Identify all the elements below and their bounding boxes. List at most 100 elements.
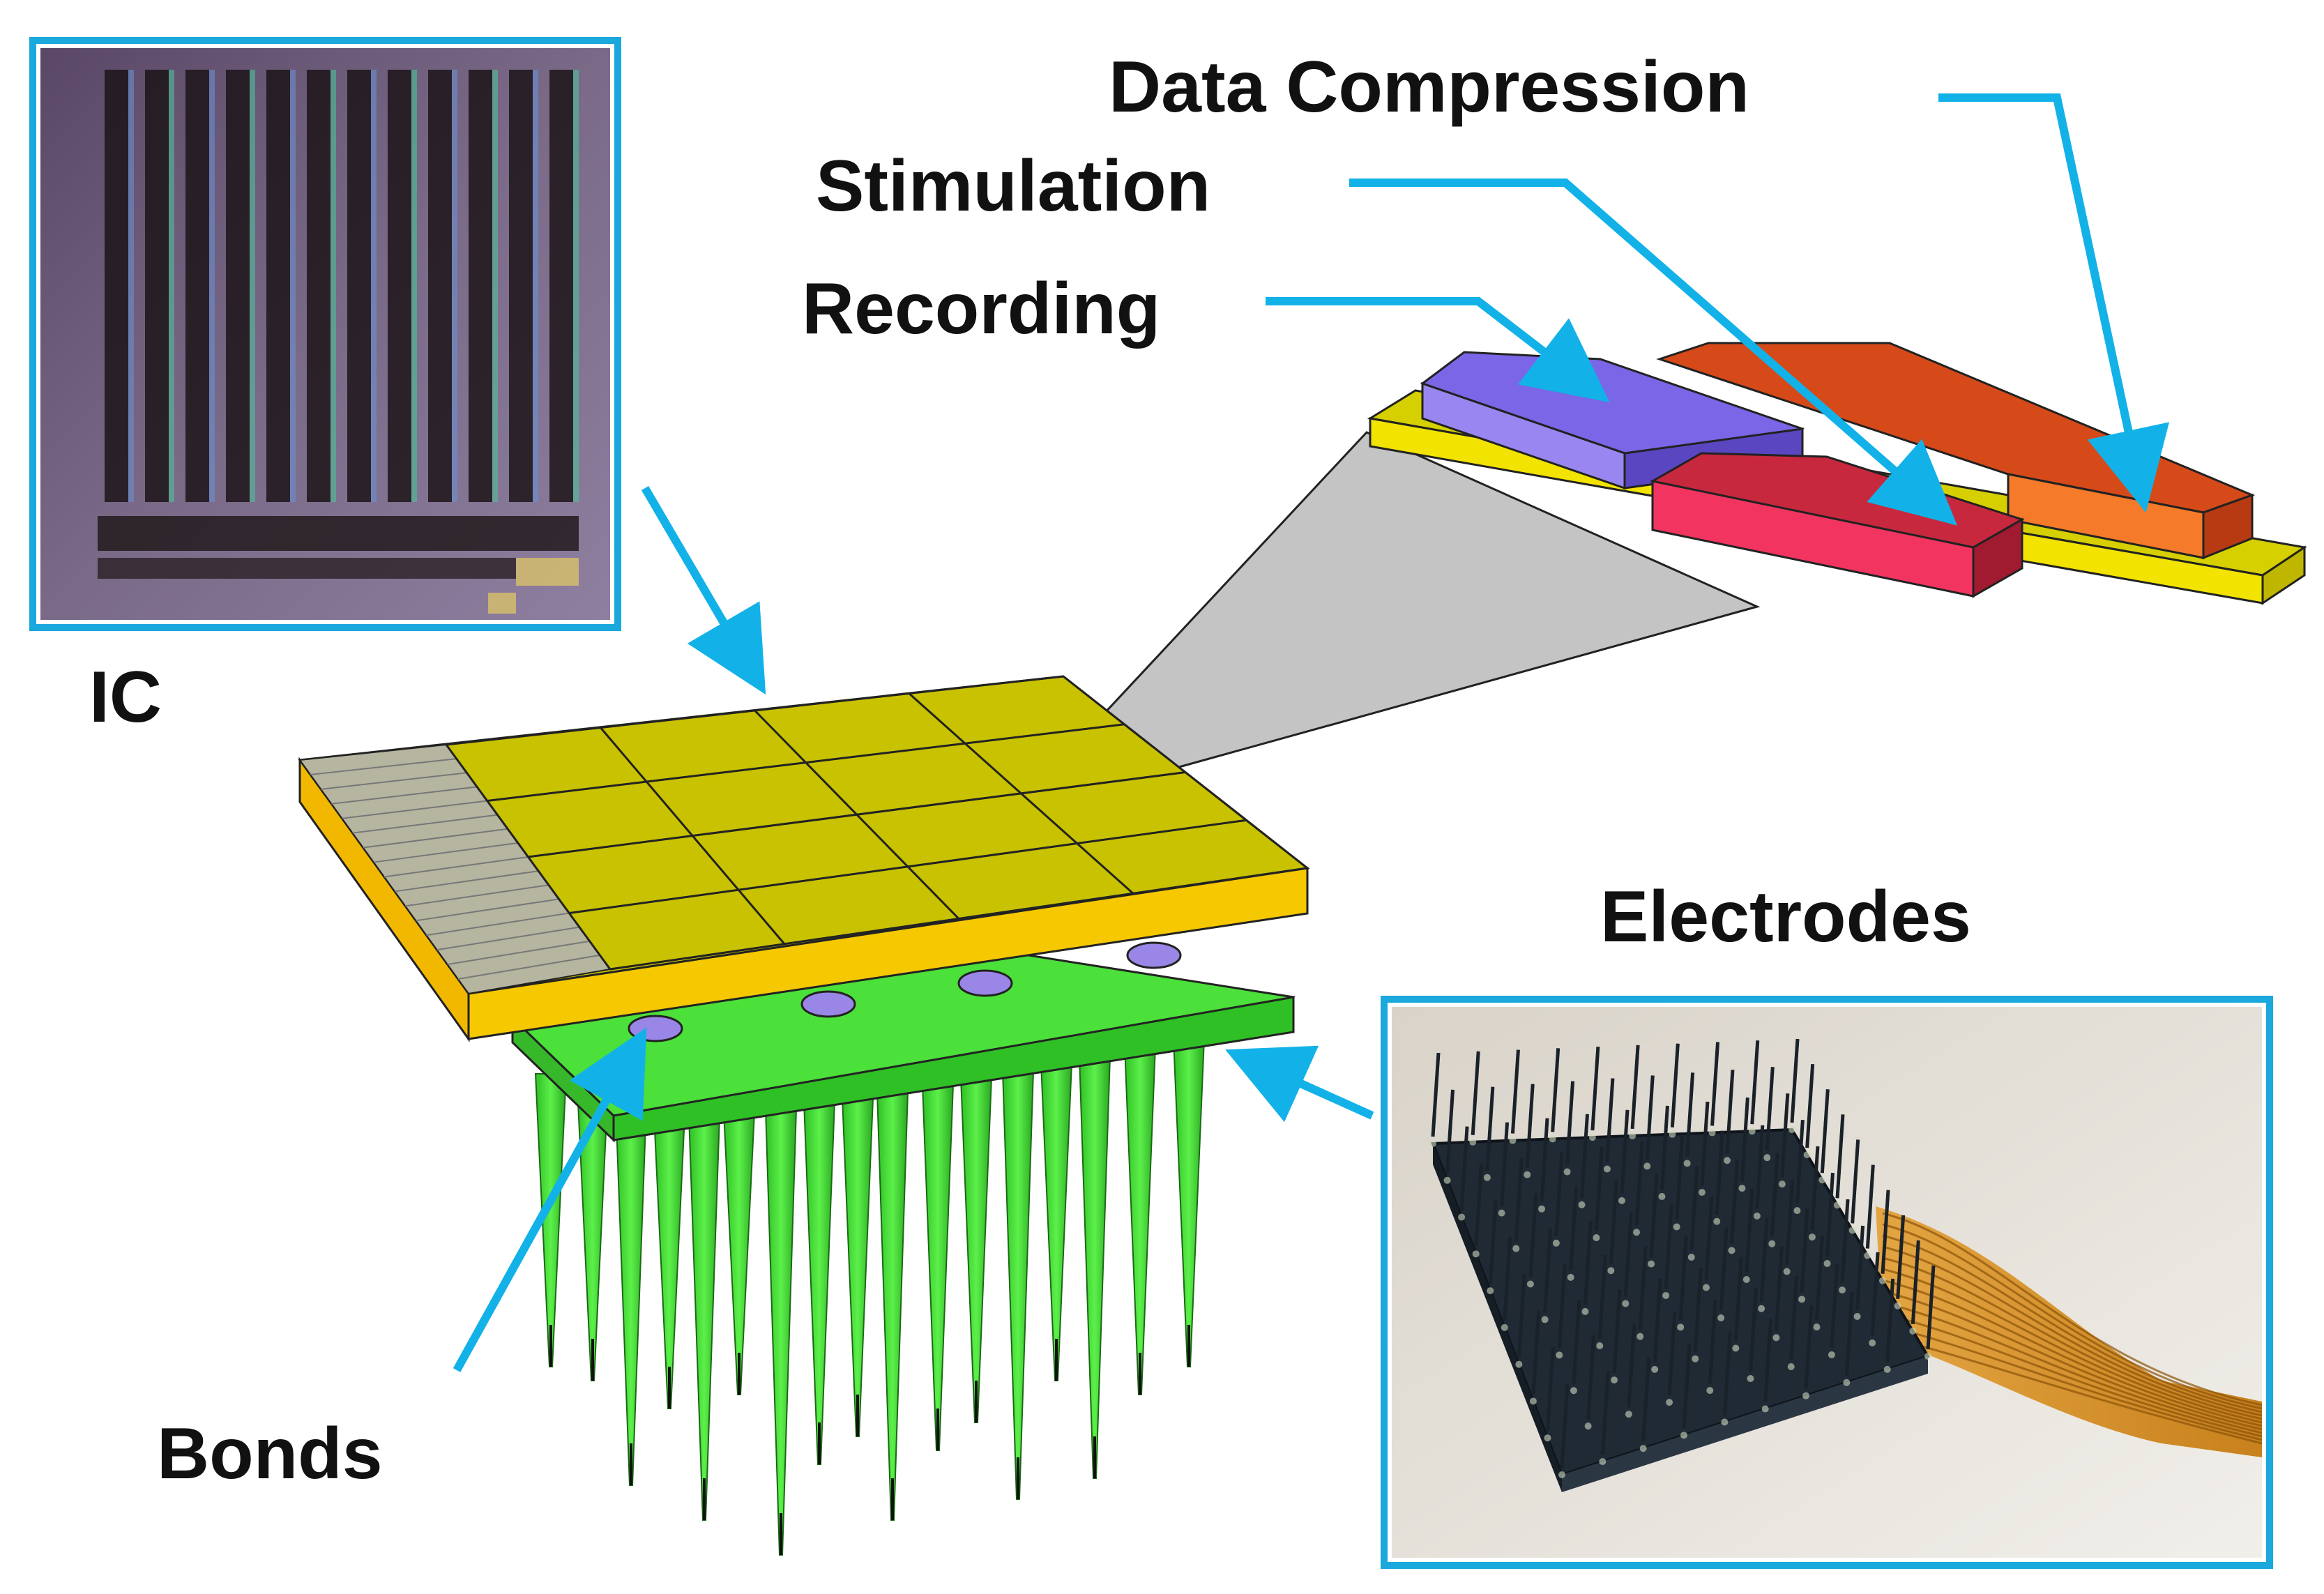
photo-pad: [1687, 1253, 1695, 1261]
board-grid-line: [1063, 675, 1308, 870]
die-stripe: [469, 70, 492, 502]
ic-die-photo: [29, 37, 621, 631]
photo-needle: [1641, 1358, 1651, 1442]
photo-pad: [1658, 1192, 1666, 1200]
photo-needle: [1814, 1236, 1824, 1321]
photo-pad: [1864, 1252, 1871, 1259]
photo-pad: [1788, 1126, 1795, 1133]
photo-pad: [1717, 1314, 1725, 1321]
electrodes-label: Electrodes: [1600, 876, 1971, 957]
photo-pad: [1869, 1339, 1876, 1346]
photo-pad: [1843, 1379, 1851, 1386]
bond-ball: [628, 1015, 683, 1042]
photo-needle: [1600, 1370, 1610, 1455]
photo-needle: [1572, 1300, 1581, 1384]
photo-needle: [1804, 1305, 1814, 1389]
photo-pad: [1558, 1471, 1565, 1478]
cable-wire: [1882, 1234, 2263, 1413]
photo-pad: [1596, 1342, 1604, 1349]
stimulation-arrow-icon: [1349, 179, 1958, 526]
photo-pad: [1909, 1327, 1917, 1335]
photo-needles: [1429, 1038, 1936, 1478]
photo-needle: [1485, 1086, 1495, 1171]
ic-board: [298, 675, 1310, 1042]
pad-line: [383, 856, 529, 878]
photo-pad: [1526, 1280, 1534, 1288]
photo-pad: [1501, 1323, 1508, 1331]
photo-pad: [1662, 1291, 1670, 1299]
photo-pad: [1669, 1130, 1676, 1138]
photo-needle: [1790, 1038, 1800, 1123]
photo-pad: [1429, 1140, 1436, 1147]
photo-needle: [1730, 1160, 1740, 1244]
die-stripe-highlight: [371, 70, 377, 502]
photo-needle: [1459, 1126, 1469, 1210]
photo-pad: [1747, 1375, 1754, 1383]
cable-wire: [1882, 1290, 2263, 1431]
photo-needle: [1865, 1164, 1875, 1249]
photo-pad: [1723, 1157, 1731, 1164]
photo-pad: [1633, 1229, 1641, 1236]
photo-pad: [1648, 1260, 1655, 1268]
pad-line: [394, 870, 539, 893]
photo-needle: [1569, 1186, 1579, 1271]
photo-needle: [1517, 1273, 1526, 1358]
bonds-group: [628, 941, 1182, 1042]
photo-needle: [1755, 1125, 1765, 1210]
bond-ball: [1126, 941, 1182, 969]
photo-needle: [1780, 1093, 1790, 1178]
photo-needle: [1510, 1049, 1520, 1134]
die-stripe: [549, 70, 573, 502]
photo-pad: [1549, 1135, 1556, 1143]
photo-pad: [1607, 1267, 1615, 1275]
photo-needle: [1474, 1163, 1484, 1247]
photo-needle: [1885, 1278, 1895, 1363]
pad-line: [310, 758, 457, 775]
cable-wire: [1882, 1245, 2263, 1417]
electrode-needle: [803, 1101, 836, 1465]
photo-pad: [1753, 1212, 1761, 1220]
photo-needle: [1488, 1199, 1498, 1284]
photo-needle: [1763, 1318, 1773, 1402]
photo-pad: [1643, 1162, 1651, 1170]
photo-needle: [1911, 1240, 1920, 1325]
photo-pad: [1763, 1154, 1771, 1162]
photo-pad: [1622, 1300, 1630, 1307]
photo-needle: [1627, 1323, 1636, 1408]
electrode-needle: [764, 1108, 798, 1556]
photo-pad: [1853, 1312, 1861, 1320]
die-column-stripes: [105, 70, 579, 502]
photo-needle: [1445, 1089, 1455, 1174]
photo-pad: [1541, 1316, 1549, 1323]
photo-pad: [1556, 1351, 1563, 1359]
photo-pad: [1802, 1392, 1809, 1399]
die-stripe-highlight: [128, 70, 134, 502]
photo-pad: [1578, 1201, 1586, 1208]
photo-needle: [1870, 1252, 1880, 1337]
photo-pad: [1618, 1197, 1625, 1204]
photo-pad: [1639, 1445, 1647, 1452]
photo-pad: [1625, 1411, 1632, 1418]
photo-needle: [1605, 1078, 1615, 1162]
photo-needle: [1704, 1197, 1714, 1281]
bonds-label: Bonds: [157, 1413, 383, 1494]
photo-pad: [1742, 1276, 1750, 1283]
photo-pad: [1768, 1240, 1776, 1247]
photo-pad: [1924, 1353, 1931, 1360]
pad-line: [426, 912, 570, 936]
photo-pad: [1512, 1245, 1520, 1252]
photo-pad: [1894, 1302, 1901, 1310]
die-stripe: [388, 70, 411, 502]
photo-needle: [1810, 1146, 1820, 1231]
photo-pad: [1487, 1287, 1494, 1295]
photo-needle: [1583, 1220, 1593, 1305]
die-stripe: [307, 70, 331, 502]
photo-pad: [1732, 1344, 1740, 1352]
photo-pad: [1828, 1351, 1835, 1358]
electrode-needle: [688, 1115, 721, 1521]
photo-needle: [1609, 1180, 1618, 1264]
photo-pad: [1692, 1355, 1699, 1363]
photo-pad: [1636, 1333, 1644, 1340]
photo-pad: [1584, 1422, 1592, 1430]
photo-needle: [1759, 1217, 1769, 1302]
